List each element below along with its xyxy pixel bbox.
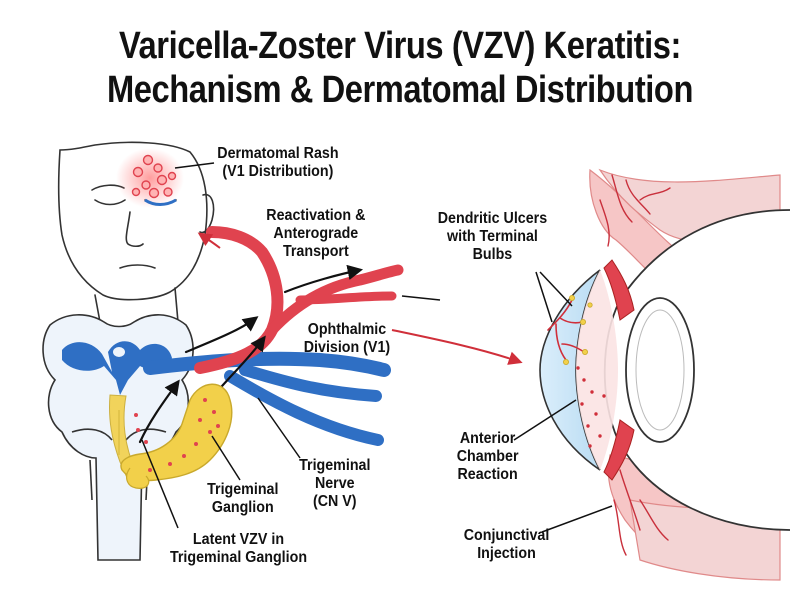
label-rash-line-1: Dermatomal Rash [217, 145, 339, 162]
label-reactivation-line-2: Anterograde [273, 225, 359, 242]
label-ulcers-line-1: Dendritic Ulcers [437, 210, 548, 227]
label-reactivation: Reactivation & Anterograde Transport [266, 207, 365, 261]
transport-arrows [138, 264, 364, 444]
nose [125, 211, 144, 248]
label-latent-vzv: Latent VZV in Trigeminal Ganglion [170, 531, 307, 567]
neck-left [94, 294, 101, 323]
label-anterior-line-1: Anterior [459, 430, 516, 447]
leader-lines [141, 295, 441, 529]
arrow-to-eye [391, 329, 523, 365]
label-trigeminal-nerve: Trigeminal Nerve (CN V) [299, 457, 370, 511]
label-anterior-line-3: Reaction [457, 466, 518, 483]
label-ophthalmic-line-2: Division (V1) [303, 339, 391, 356]
head-outline [57, 141, 208, 301]
label-tn-line-1: Trigeminal [299, 457, 371, 474]
label-ophthalmic-line-1: Ophthalmic [307, 321, 387, 338]
label-conj-line-1: Conjunctival [463, 527, 550, 544]
label-conjunctival-injection: Conjunctival Injection [464, 527, 550, 563]
label-anterior-line-2: Chamber [456, 448, 519, 465]
dermatomal-rash [116, 148, 184, 208]
arrow-to-rash [197, 232, 221, 249]
label-ophthalmic-division: Ophthalmic Division (V1) [304, 321, 390, 357]
trigeminal-nerve [143, 351, 391, 446]
title-line-1: Varicella-Zoster Virus (VZV) Keratitis: [118, 25, 681, 67]
label-ulcers-line-3: Bulbs [472, 246, 513, 263]
label-reactivation-line-3: Transport [282, 243, 349, 260]
label-conj-line-2: Injection [477, 545, 536, 562]
label-reactivation-line-1: Reactivation & [266, 207, 366, 224]
ear [199, 193, 215, 234]
conjunctival-vessels [599, 174, 671, 556]
label-trigeminal-ganglion: Trigeminal Ganglion [207, 481, 278, 517]
eye-leader-lines [513, 271, 613, 533]
neck-right [174, 287, 179, 323]
left-eye-closed [94, 199, 126, 206]
mouth [119, 264, 156, 269]
label-tn-line-2: Nerve [314, 475, 355, 492]
label-tn-line-3: (CN V) [312, 493, 357, 510]
label-ulcers-line-2: with Terminal [447, 228, 538, 245]
ophthalmic-division-v1 [194, 226, 404, 374]
terminal-bulbs [563, 294, 593, 365]
chamber-cells [576, 366, 606, 448]
title-line-2: Mechanism & Dermatomal Distribution [106, 69, 694, 111]
iris-lower [603, 419, 635, 481]
label-latent-line-2: Trigeminal Ganglion [169, 549, 308, 566]
label-rash-line-2: (V1 Distribution) [222, 163, 334, 180]
diagram-title: Varicella-Zoster Virus (VZV) Keratitis: … [56, 24, 744, 112]
anterior-chamber [576, 270, 618, 470]
label-dendritic-ulcers: Dendritic Ulcers with Terminal Bulbs [438, 210, 547, 264]
label-tg-line-2: Ganglion [211, 499, 274, 516]
lens [625, 297, 695, 443]
label-latent-line-1: Latent VZV in [192, 531, 285, 548]
label-dermatomal-rash: Dermatomal Rash (V1 Distribution) [217, 145, 338, 181]
label-anterior-chamber: Anterior Chamber Reaction [457, 430, 519, 484]
head-illustration [57, 141, 215, 323]
label-tg-line-1: Trigeminal [207, 481, 279, 498]
iris-upper [603, 259, 635, 321]
eye-cross-section [539, 168, 791, 581]
gray-matter [62, 341, 172, 395]
